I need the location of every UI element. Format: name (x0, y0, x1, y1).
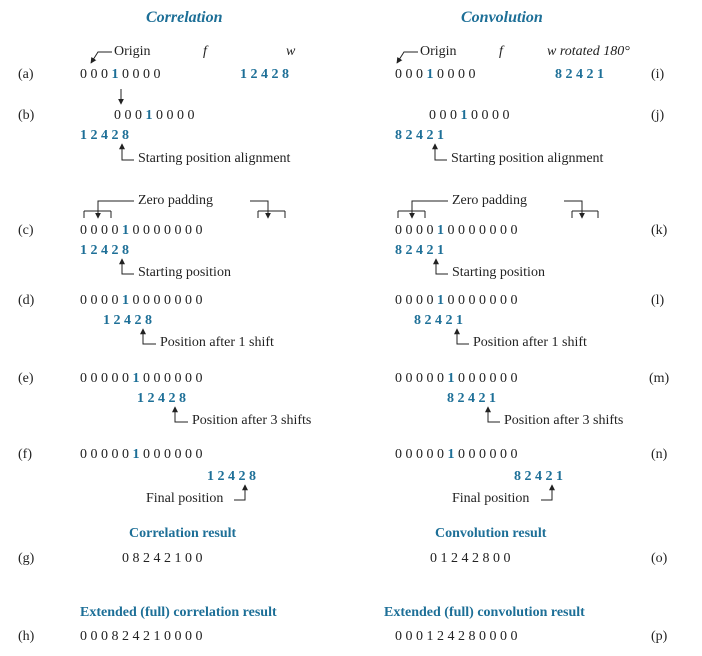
origin-label-left: Origin (114, 44, 151, 59)
row-label-p: (p) (651, 629, 668, 644)
corr-full-title: Extended (full) correlation result (80, 605, 277, 620)
row-label-h: (h) (18, 629, 35, 644)
after1-right: Position after 1 shift (473, 335, 587, 350)
start-align-elbow-left (119, 143, 134, 161)
start-align-left: Starting position alignment (138, 151, 291, 166)
seq-f-b: 0 0 0 1 0 0 0 0 (114, 108, 195, 123)
seq-f-k: 0 0 0 0 1 0 0 0 0 0 0 0 (395, 223, 518, 238)
row-label-c: (c) (18, 223, 34, 238)
after1-left: Position after 1 shift (160, 335, 274, 350)
seq-w-k: 8 2 4 2 1 (395, 243, 444, 258)
final-left: Final position (146, 491, 224, 506)
row-label-i: (i) (651, 67, 665, 82)
seq-w-d: 1 2 4 2 8 (103, 313, 152, 328)
f-label-right: f (499, 44, 503, 59)
seq-w-i: 8 2 4 2 1 (555, 67, 604, 82)
seq-f-l: 0 0 0 0 1 0 0 0 0 0 0 0 (395, 293, 518, 308)
zero-pad-right: Zero padding (452, 193, 528, 208)
conv-result: 0 1 2 4 2 8 0 0 (430, 551, 511, 566)
seq-w-e: 1 2 4 2 8 (137, 391, 186, 406)
zero-pad-bracket-right (397, 200, 599, 218)
row-label-d: (d) (18, 293, 35, 308)
origin-arrow-right (396, 51, 418, 64)
row-label-e: (e) (18, 371, 34, 386)
after3-right: Position after 3 shifts (504, 413, 624, 428)
header-convolution: Convolution (461, 9, 543, 26)
after3-left: Position after 3 shifts (192, 413, 312, 428)
after1-elbow-right (454, 328, 469, 345)
row-label-n: (n) (651, 447, 668, 462)
row-label-j: (j) (651, 108, 665, 123)
seq-w-m: 8 2 4 2 1 (447, 391, 496, 406)
after1-elbow-left (140, 328, 156, 345)
start-pos-left: Starting position (138, 265, 231, 280)
start-pos-elbow-left (119, 258, 134, 275)
final-right: Final position (452, 491, 530, 506)
row-label-a: (a) (18, 67, 34, 82)
conv-full: 0 0 0 1 2 4 2 8 0 0 0 0 (395, 629, 518, 644)
corr-full: 0 0 0 8 2 4 2 1 0 0 0 0 (80, 629, 203, 644)
seq-w-a: 1 2 4 2 8 (240, 67, 289, 82)
row-label-f: (f) (18, 447, 32, 462)
origin-arrow-left (90, 51, 112, 64)
seq-w-c: 1 2 4 2 8 (80, 243, 129, 258)
start-pos-right: Starting position (452, 265, 545, 280)
seq-f-d: 0 0 0 0 1 0 0 0 0 0 0 0 (80, 293, 203, 308)
final-elbow-left (234, 484, 248, 501)
seq-w-b: 1 2 4 2 8 (80, 128, 129, 143)
row-label-l: (l) (651, 293, 665, 308)
row-label-g: (g) (18, 551, 35, 566)
zero-pad-bracket-left (83, 200, 286, 218)
row-label-m: (m) (649, 371, 670, 386)
conv-result-title: Convolution result (435, 526, 547, 541)
row-label-b: (b) (18, 108, 35, 123)
zero-pad-left: Zero padding (138, 193, 214, 208)
seq-w-l: 8 2 4 2 1 (414, 313, 463, 328)
seq-f-e: 0 0 0 0 0 1 0 0 0 0 0 0 (80, 371, 203, 386)
header-correlation: Correlation (146, 9, 223, 26)
corr-result: 0 8 2 4 2 1 0 0 (122, 551, 203, 566)
seq-w-j: 8 2 4 2 1 (395, 128, 444, 143)
seq-f-f: 0 0 0 0 0 1 0 0 0 0 0 0 (80, 447, 203, 462)
start-align-right: Starting position alignment (451, 151, 604, 166)
seq-w-f: 1 2 4 2 8 (207, 469, 256, 484)
origin-label-right: Origin (420, 44, 457, 59)
start-pos-elbow-right (433, 258, 448, 275)
start-align-elbow-right (432, 143, 447, 161)
w-rot-label-right: w rotated 180° (547, 44, 630, 59)
corr-result-title: Correlation result (129, 526, 237, 541)
after3-elbow-left (172, 406, 188, 423)
row-label-k: (k) (651, 223, 668, 238)
seq-f-n: 0 0 0 0 0 1 0 0 0 0 0 0 (395, 447, 518, 462)
seq-f-c: 0 0 0 0 1 0 0 0 0 0 0 0 (80, 223, 203, 238)
seq-f-j: 0 0 0 1 0 0 0 0 (429, 108, 510, 123)
seq-f-a: 0 0 0 1 0 0 0 0 (80, 67, 161, 82)
seq-f-m: 0 0 0 0 0 1 0 0 0 0 0 0 (395, 371, 518, 386)
after3-elbow-right (485, 406, 500, 423)
seq-w-n: 8 2 4 2 1 (514, 469, 563, 484)
conv-full-title: Extended (full) convolution result (384, 605, 585, 620)
w-label-left: w (286, 44, 296, 59)
final-elbow-right (541, 484, 555, 501)
f-label-left: f (203, 44, 207, 59)
row-label-o: (o) (651, 551, 668, 566)
seq-f-i: 0 0 0 1 0 0 0 0 (395, 67, 476, 82)
